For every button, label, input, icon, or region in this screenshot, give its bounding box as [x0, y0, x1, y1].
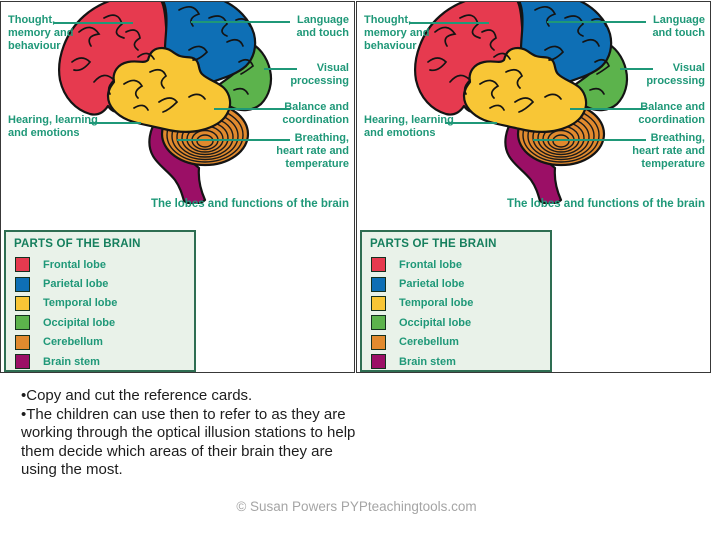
legend-item: Parietal lobe — [6, 274, 194, 293]
color-swatch — [371, 257, 386, 273]
legend-item: Parietal lobe — [362, 274, 550, 293]
legend-item: Temporal lobe — [362, 294, 550, 313]
legend-item: Occipital lobe — [6, 313, 194, 332]
label-hearing: Hearing, learning and emotions — [8, 114, 98, 139]
legend-item: Cerebellum — [362, 333, 550, 352]
label-language: Language and touch — [296, 14, 349, 39]
legend-items: Frontal lobe Parietal lobe Temporal lobe — [362, 255, 550, 371]
instruction-bullet: •Copy and cut the reference cards. — [21, 387, 253, 404]
leader-balance — [570, 108, 646, 110]
leader-thought — [53, 22, 133, 24]
legend-item-label: Occipital lobe — [43, 316, 116, 329]
legend-item-label: Temporal lobe — [43, 297, 118, 310]
reference-card-2: Thought, memory and behaviour Hearing, l… — [356, 1, 711, 373]
color-swatch — [371, 315, 386, 331]
legend-item: Brain stem — [362, 352, 550, 371]
legend-items: Frontal lobe Parietal lobe Temporal lobe — [6, 255, 194, 371]
leader-visual — [264, 68, 297, 70]
brain-diagram — [58, 2, 273, 204]
color-swatch — [371, 354, 386, 370]
color-swatch — [15, 295, 30, 311]
label-balance: Balance and coordination — [638, 101, 705, 126]
label-visual: Visual processing — [290, 62, 349, 87]
color-swatch — [15, 334, 30, 350]
legend-item: Cerebellum — [6, 333, 194, 352]
diagram-caption: The lobes and functions of the brain — [506, 198, 705, 210]
legend-item-label: Cerebellum — [399, 336, 459, 349]
legend-item: Frontal lobe — [6, 255, 194, 274]
leader-visual — [620, 68, 653, 70]
legend-title: PARTS OF THE BRAIN — [370, 238, 497, 250]
brain-diagram — [414, 2, 629, 204]
legend-item-label: Brain stem — [43, 355, 100, 368]
color-swatch — [15, 315, 30, 331]
reference-card-1: Thought, memory and behaviour Hearing, l… — [0, 1, 355, 373]
legend-item: Brain stem — [6, 352, 194, 371]
legend-item-label: Parietal lobe — [43, 278, 109, 291]
leader-language — [191, 21, 290, 23]
legend-item: Occipital lobe — [362, 313, 550, 332]
legend-item-label: Brain stem — [399, 355, 456, 368]
diagram-caption: The lobes and functions of the brain — [150, 198, 349, 210]
label-balance: Balance and coordination — [282, 101, 349, 126]
color-swatch — [15, 276, 30, 292]
color-swatch — [371, 276, 386, 292]
label-hearing: Hearing, learning and emotions — [364, 114, 454, 139]
instructions-text: •Copy and cut the reference cards. •The … — [21, 387, 371, 480]
legend-item-label: Cerebellum — [43, 336, 103, 349]
color-swatch — [371, 295, 386, 311]
label-thought: Thought, memory and behaviour — [364, 14, 430, 52]
legend-title: PARTS OF THE BRAIN — [14, 238, 141, 250]
leader-hearing — [445, 122, 497, 124]
leader-breathing — [533, 139, 646, 141]
label-visual: Visual processing — [646, 62, 705, 87]
legend-box: PARTS OF THE BRAIN Frontal lobe Parietal… — [4, 230, 196, 372]
label-breathing: Breathing, heart rate and temperature — [632, 132, 705, 170]
legend-item-label: Frontal lobe — [43, 258, 106, 271]
legend-box: PARTS OF THE BRAIN Frontal lobe Parietal… — [360, 230, 552, 372]
leader-thought — [409, 22, 489, 24]
label-breathing: Breathing, heart rate and temperature — [276, 132, 349, 170]
leader-balance — [214, 108, 290, 110]
legend-item-label: Parietal lobe — [399, 278, 465, 291]
leader-language — [547, 21, 646, 23]
legend-item-label: Frontal lobe — [399, 258, 462, 271]
color-swatch — [15, 354, 30, 370]
leader-breathing — [177, 139, 290, 141]
legend-item-label: Occipital lobe — [399, 316, 472, 329]
label-language: Language and touch — [652, 14, 705, 39]
label-thought: Thought, memory and behaviour — [8, 14, 74, 52]
legend-item-label: Temporal lobe — [399, 297, 474, 310]
legend-item: Frontal lobe — [362, 255, 550, 274]
instruction-bullet: •The children can use then to refer to a… — [21, 405, 356, 479]
leader-hearing — [89, 122, 141, 124]
color-swatch — [15, 257, 30, 273]
legend-item: Temporal lobe — [6, 294, 194, 313]
copyright-credit: © Susan Powers PYPteachingtools.com — [236, 499, 477, 514]
color-swatch — [371, 334, 386, 350]
